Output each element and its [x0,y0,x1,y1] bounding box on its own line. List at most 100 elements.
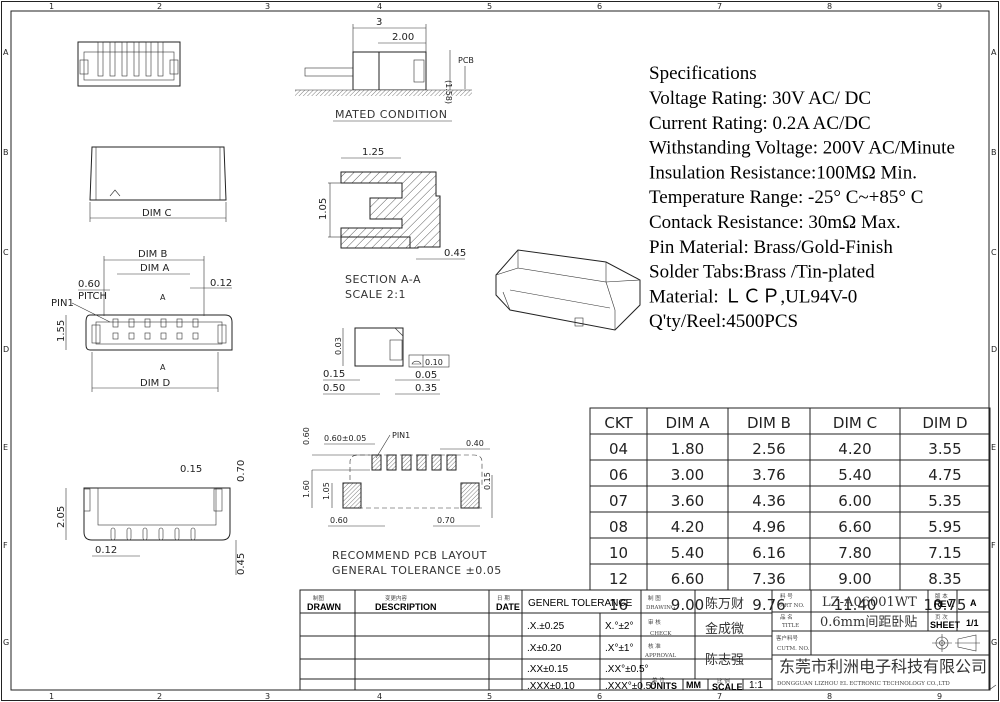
table-cell: 16 [609,596,628,614]
frame-column-label: 6 [597,692,602,701]
frame-row-label: G [991,638,997,647]
side-detail-view: 0.03 0.15 0.50 0.10 0.05 0.35 [323,327,450,395]
frame-row-label: B [991,148,997,157]
date-label: DATE [496,602,520,612]
pin [133,41,140,77]
table-cell: 1.80 [671,440,704,458]
table-cell: 4.36 [752,492,785,510]
frame-row-label: A [3,48,9,57]
rev-cn: 版 本 [935,592,948,600]
pad-height-dim: 0.60 [302,427,311,445]
frame-column-label: 4 [377,2,382,11]
part-no-value: LZ-A06001WT [822,595,917,610]
pin [157,41,164,77]
units-cn: 单 位 [652,676,665,684]
pin [144,332,151,340]
frame-row-label: A [991,48,997,57]
table-cell: 3.55 [928,440,961,458]
date-cn: 日 期 [497,595,510,602]
tolerance-linear: .XX±0.15 [527,664,569,675]
pin [126,527,132,541]
part-no-cn: 料 号 [780,592,793,600]
pin-width-dim: 0.12 [95,545,117,556]
tab-height-dim: 1.05 [322,482,331,500]
table-cell: 6.60 [838,518,871,536]
sheet-cn: 页 次 [935,613,948,621]
frame-column-label: 3 [265,692,270,701]
table-cell: 6.00 [838,492,871,510]
description-label: DESCRIPTION [375,602,437,612]
tab-width1-dim: 0.60 [330,516,348,525]
pin [128,318,135,328]
table-cell: 5.40 [671,544,704,562]
frame-row-label: F [991,541,996,550]
pin [160,318,167,328]
check-name: 金成微 [705,621,744,637]
pin [109,41,116,77]
frame-column-label: 2 [157,692,162,701]
section-caption: SECTION A-A [345,273,421,286]
pin [174,527,180,541]
frame-row-label: E [3,443,8,452]
approval-cn: 核 准 [648,642,661,650]
table-header: DIM D [922,414,967,432]
pcb-pad [371,454,382,471]
section-lip-dim: 0.45 [444,248,466,259]
specifications-title: Specifications [649,63,757,84]
tab-width2-dim: 0.70 [437,516,455,525]
pin [192,318,199,328]
frame-column-label: 6 [597,2,602,11]
section-height-dim: 1.05 [318,198,329,220]
dim-d-label: DIM D [140,378,170,389]
pcb-pin1-label: PIN1 [392,431,410,440]
table-cell: 2.56 [752,440,785,458]
inner-dim: 2.00 [392,32,414,43]
table-cell: 4.20 [671,518,704,536]
table-cell: 9.76 [752,596,785,614]
side-d4-dim: 0.35 [415,383,437,394]
frame-column-label: 1 [49,692,54,701]
section-width-dim: 1.25 [362,147,384,158]
projection-symbol-icon [932,634,980,652]
table-cell: 5.35 [928,492,961,510]
tolerance-linear: .X.±0.25 [527,621,565,632]
table-cell: 12 [609,570,628,588]
frame-row-label: E [991,443,996,452]
units-value: MM [686,680,701,690]
pin [176,318,183,328]
part-no-label: PART NO. [777,603,805,609]
title-block: 制图 DRAWN 变更内容 DESCRIPTION 日 期 DATE GENER… [299,589,991,692]
frame-column-label: 5 [487,2,492,11]
pin [112,318,119,328]
pin [190,527,196,541]
height-dim: 1.55 [56,320,67,342]
pin [128,332,135,340]
side-d1-dim: 0.15 [323,369,345,380]
frame-column-label: 8 [827,2,832,11]
spec-line: Contack Resistance: 30mΩ Max. [649,212,901,233]
tolerance-angular: .XXX°±0.5° [605,681,655,692]
table-header: CKT [604,414,633,432]
spec-line: Voltage Rating: 30V AC/ DC [649,88,871,109]
pin [160,332,167,340]
pin [97,41,104,77]
section-a-a-view: 1.25 1.05 0.45 SECTION A-A SCALE 2:1 [318,147,466,301]
tolerance-angular: .X°±1° [605,643,634,654]
table-cell: 4.96 [752,518,785,536]
spec-line: Insulation Resistance:100MΩ Min. [649,162,917,183]
spec-line: Current Rating: 0.2A AC/DC [649,113,871,134]
frame-row-label: C [991,248,997,257]
frame-column-label: 9 [937,2,942,11]
drawing-cn: 制 图 [648,594,661,602]
drawn-label: DRAWN [307,602,341,612]
table-cell: 9.00 [838,570,871,588]
tab-dim: 0.15 [180,464,202,475]
depth-dim: 2.05 [56,506,67,528]
table-cell: 7.80 [838,544,871,562]
scale-label: SCALE [712,682,743,692]
table-cell: 7.36 [752,570,785,588]
table-cell: 04 [609,440,628,458]
cust-no-cn: 客户料号 [776,634,799,642]
